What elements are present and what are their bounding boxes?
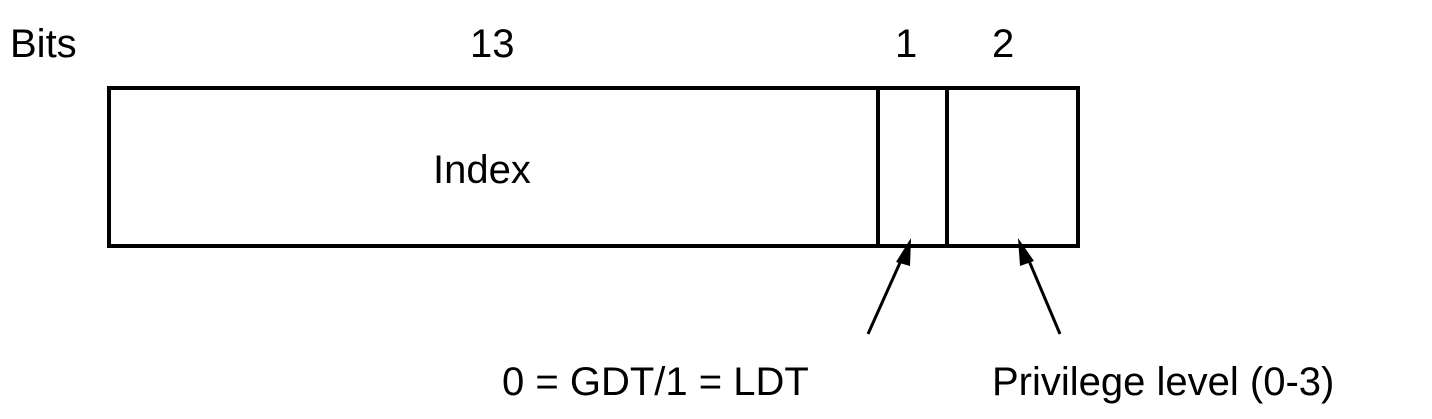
selector-box — [107, 86, 1080, 248]
index-field-label: Index — [433, 148, 531, 192]
rpl-arrow — [1018, 238, 1062, 335]
index-width-label: 13 — [470, 22, 515, 66]
ti-arrow — [866, 238, 911, 335]
bits-label: Bits — [10, 22, 77, 66]
ti-width-label: 1 — [895, 22, 918, 66]
rpl-annotation: Privilege level (0-3) — [992, 360, 1335, 404]
rpl-width-label: 2 — [992, 22, 1015, 66]
ti-annotation: 0 = GDT/1 = LDT — [502, 360, 809, 404]
